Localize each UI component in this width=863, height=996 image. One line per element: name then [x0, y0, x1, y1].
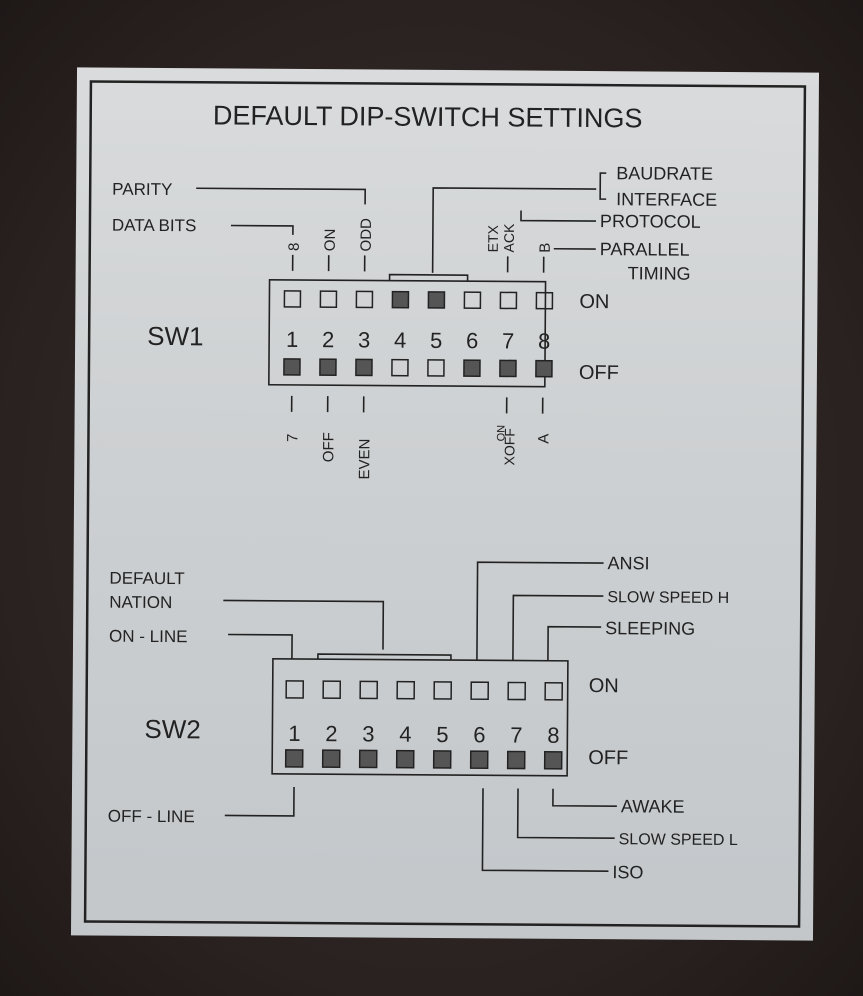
slow-speed-l-label: SLOW SPEED L — [619, 831, 738, 849]
timing-label: TIMING — [628, 263, 691, 283]
sw1-switch-6-on-cell — [463, 291, 482, 309]
sw2-switch-2-off-cell — [321, 749, 341, 769]
nation-label: NATION — [109, 593, 172, 612]
sw1-switch-number-4: 4 — [394, 328, 406, 353]
sw1-switch-number-8: 8 — [538, 329, 550, 354]
sw1-switch-7-off-cell — [499, 359, 517, 378]
sw1-switch-number-2: 2 — [322, 327, 334, 352]
sw2-switch-1-on-cell — [285, 680, 305, 699]
on-line-label: ON - LINE — [109, 627, 188, 647]
sw2-switch-number-7: 7 — [510, 722, 522, 747]
label-border — [83, 80, 807, 928]
sw1-bottom-label-2: OFF — [320, 432, 337, 462]
sw2-switch-4-on-cell — [396, 680, 416, 700]
off-line-label: OFF - LINE — [108, 807, 195, 827]
sw1-switch-number-5: 5 — [430, 328, 442, 353]
sw2-switch-6-on-cell — [470, 681, 490, 701]
interface-label: INTERFACE — [616, 189, 717, 210]
sw2-switch-number-1: 1 — [288, 721, 300, 746]
sw2-section — [223, 561, 617, 872]
sw1-off-label: OFF — [579, 362, 619, 384]
sw2-switch-4-off-cell — [395, 749, 415, 769]
sw1-top-label-3: ODD — [358, 218, 375, 252]
sw1-top-label-2: ON — [322, 229, 339, 252]
sw2-switch-3-off-cell — [358, 749, 378, 769]
iso-label: ISO — [612, 862, 643, 882]
sw1-switch-number-1: 1 — [286, 327, 298, 352]
sw1-switch-number-6: 6 — [466, 328, 478, 353]
sw2-switch-8-off-cell — [543, 750, 563, 770]
sw1-switch-1-on-cell — [283, 290, 302, 308]
parallel-label: PARALLEL — [600, 239, 690, 260]
sw1-switch-4-on-cell — [391, 290, 410, 309]
sw1-switch-number-7: 7 — [502, 328, 514, 353]
sw2-bracket — [317, 653, 452, 661]
sw2-switch-8-on-cell — [544, 681, 564, 701]
sw1-top-label-7a: ETX — [485, 224, 501, 252]
sw1-switch-2-on-cell — [319, 290, 338, 308]
sw1-bottom-label-3: EVEN — [356, 439, 373, 480]
sw1-switch-6-off-cell — [463, 359, 481, 377]
sw1-top-label-7b: ACK — [501, 223, 517, 253]
sw1-switch-1-off-cell — [283, 358, 301, 376]
default-label: DEFAULT — [109, 569, 184, 589]
sleeping-label: SLEEPING — [605, 618, 695, 639]
sw2-switch-7-on-cell — [507, 681, 527, 701]
sw2-switch-number-5: 5 — [436, 722, 448, 747]
sw1-bottom-label-1: 7 — [284, 434, 301, 442]
sw1-top-label-8: B — [537, 243, 554, 253]
sw1-section — [196, 172, 607, 414]
sw1-switch-7-on-cell — [499, 291, 518, 310]
sw2-switch-number-2: 2 — [325, 721, 337, 746]
label-title: DEFAULT DIP-SWITCH SETTINGS — [213, 100, 643, 133]
sw1-switch-number-3: 3 — [358, 327, 370, 352]
sw1-on-label: ON — [579, 291, 609, 313]
baudrate-label: BAUDRATE — [616, 163, 713, 184]
sw2-switch-7-off-cell — [506, 750, 526, 770]
sw2-switch-6-off-cell — [469, 750, 489, 770]
sw1-switch-8-on-cell — [535, 291, 554, 310]
sw2-switch-1-off-cell — [284, 749, 304, 768]
sw2-switch-5-off-cell — [432, 750, 452, 769]
sw2-switch-number-4: 4 — [399, 722, 411, 747]
sw1-bottom-label-7b: XOFF — [501, 428, 517, 465]
sw1-switch-3-on-cell — [355, 290, 374, 309]
sw2-switch-number-8: 8 — [547, 723, 559, 748]
sw1-switch-2-off-cell — [319, 358, 337, 376]
parity-label: PARITY — [112, 180, 172, 199]
sw1-switch-8-off-cell — [535, 359, 553, 378]
sw1-bottom-label-7a: ON — [495, 425, 507, 442]
sw1-switch-5-on-cell — [427, 291, 446, 309]
sw2-off-label: OFF — [588, 747, 628, 769]
protocol-label: PROTOCOL — [600, 211, 701, 232]
sw2-switch-2-on-cell — [322, 680, 342, 700]
ansi-label: ANSI — [608, 553, 650, 573]
sw2-switch-number-3: 3 — [362, 721, 374, 746]
sw1-switch-3-off-cell — [355, 358, 373, 377]
sw2-on-label: ON — [589, 675, 619, 697]
sw2-name: SW2 — [144, 714, 201, 744]
sw1-bottom-label-8: A — [535, 434, 552, 444]
sw2-body — [271, 657, 569, 777]
sw1-switch-4-off-cell — [391, 358, 409, 377]
sw2-switch-5-on-cell — [433, 681, 453, 700]
data-bits-label: DATA BITS — [112, 216, 197, 236]
sw1-name: SW1 — [147, 321, 204, 351]
sw1-body — [268, 278, 547, 388]
slow-speed-h-label: SLOW SPEED H — [607, 589, 729, 607]
sw2-switch-number-6: 6 — [473, 722, 485, 747]
sw1-switch-5-off-cell — [427, 359, 445, 377]
sw2-switch-3-on-cell — [359, 680, 379, 700]
sw1-top-label-1: 8 — [286, 243, 303, 251]
sw1-bracket — [388, 273, 469, 282]
awake-label: AWAKE — [621, 796, 685, 816]
